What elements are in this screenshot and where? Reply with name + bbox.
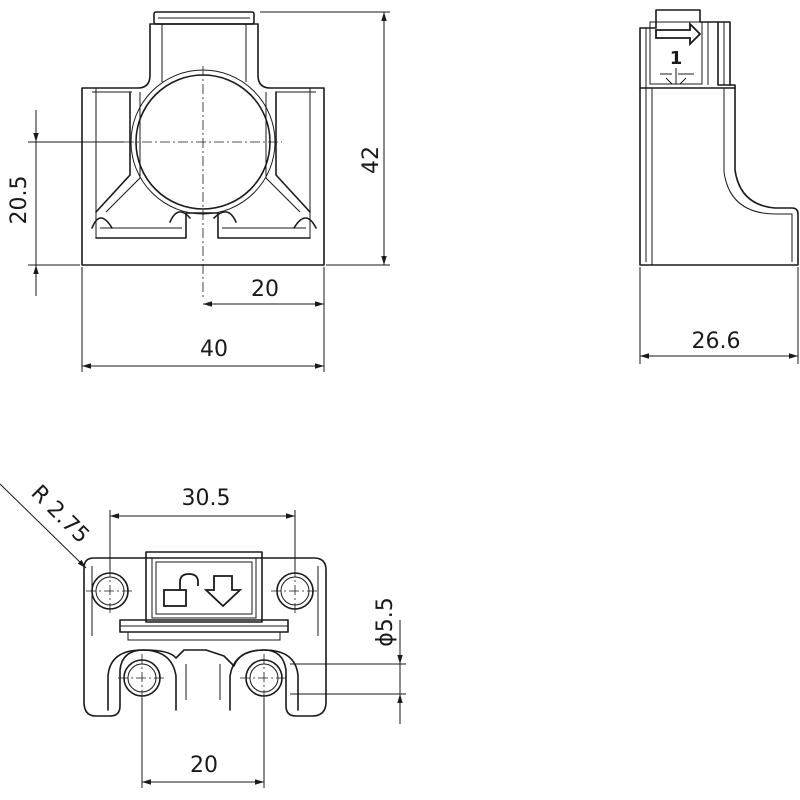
- side-view: 1 26.6: [639, 9, 799, 364]
- dim-side-depth: 26.6: [692, 329, 741, 354]
- dim-front-height: 42: [359, 146, 384, 174]
- dim-axis-height: 20.5: [7, 176, 32, 225]
- arrow-down-icon: [203, 575, 243, 608]
- front-view: 42 20.5 20 40: [7, 11, 390, 372]
- dim-corner-radius: R 2.75: [26, 481, 94, 549]
- dim-half-width: 20: [251, 277, 279, 302]
- dim-hole-diameter: ϕ5.5: [373, 597, 398, 647]
- dim-front-width: 40: [200, 337, 228, 362]
- unlock-icon: [163, 573, 199, 607]
- bottom-view: 30.5 R 2.75 ϕ5.5 20: [0, 481, 406, 788]
- dim-lower-spacing: 20: [190, 753, 218, 778]
- dim-hole-spacing: 30.5: [182, 486, 231, 511]
- side-label: 1: [670, 48, 683, 69]
